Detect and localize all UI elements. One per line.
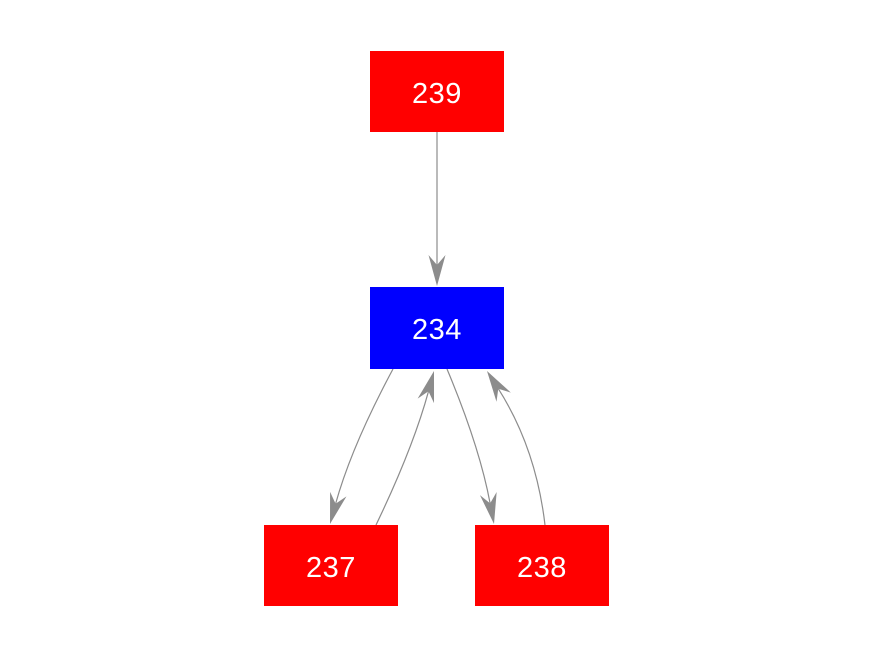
node-239: 239 bbox=[370, 51, 504, 132]
node-label-234: 234 bbox=[412, 314, 462, 346]
edge-234-237 bbox=[335, 368, 394, 504]
arrowhead-234-237 bbox=[330, 491, 347, 524]
node-234: 234 bbox=[370, 287, 504, 369]
edge-234-238 bbox=[446, 368, 491, 504]
edge-237-234 bbox=[375, 391, 430, 526]
arrowhead-238-234 bbox=[487, 371, 511, 402]
arrowhead-234-238 bbox=[479, 491, 497, 524]
node-238: 238 bbox=[475, 525, 609, 606]
arrowhead-237-234 bbox=[417, 371, 435, 404]
node-237: 237 bbox=[264, 525, 398, 606]
node-label-238: 238 bbox=[517, 551, 567, 584]
edge-238-234 bbox=[497, 388, 546, 526]
node-label-237: 237 bbox=[306, 551, 356, 584]
arrowhead-239-234 bbox=[428, 255, 446, 286]
node-label-239: 239 bbox=[412, 77, 462, 110]
